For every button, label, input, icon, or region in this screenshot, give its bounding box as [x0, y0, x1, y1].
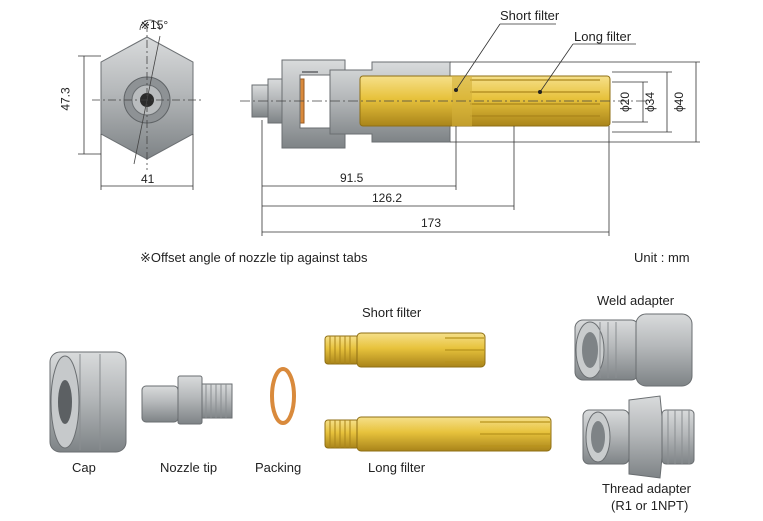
hex-height-dimension: 47.3	[58, 87, 73, 111]
weld-adapter-part-image	[574, 313, 693, 387]
diameter-20-dimension: ϕ20	[618, 91, 633, 113]
long-filter-length-dimension: 126.2	[372, 191, 403, 205]
thread-adapter-label: Thread adapter	[602, 481, 691, 496]
section-dimensions	[261, 23, 700, 236]
unit-note: Unit : mm	[634, 250, 690, 265]
packing-label: Packing	[255, 460, 302, 475]
cap-label: Cap	[72, 460, 96, 475]
short-filter-label: Short filter	[362, 305, 422, 320]
thread-adapter-type-label: (R1 or 1NPT)	[611, 498, 689, 513]
hex-dimensions	[78, 19, 194, 190]
weld-adapter-label: Weld adapter	[597, 293, 675, 308]
short-filter-part-image	[324, 332, 486, 368]
cap-part-image	[49, 351, 127, 453]
total-length-dimension: 173	[421, 216, 442, 230]
offset-angle-label: ※15°	[140, 18, 169, 32]
diameter-40-dimension: ϕ40	[672, 91, 687, 113]
thread-adapter-part-image	[582, 395, 695, 479]
long-filter-label: Long filter	[368, 460, 426, 475]
packing-part-image	[270, 367, 296, 425]
assembly-section-view	[240, 59, 650, 149]
offset-angle-note: ※Offset angle of nozzle tip against tabs	[140, 250, 368, 265]
short-filter-callout: Short filter	[500, 8, 560, 23]
hex-width-dimension: 41	[141, 172, 155, 186]
nozzle-tip-label: Nozzle tip	[160, 460, 218, 475]
hex-end-view	[92, 24, 203, 170]
long-filter-part-image	[324, 416, 552, 452]
nozzle-tip-part-image	[141, 375, 233, 425]
long-filter-callout: Long filter	[574, 29, 632, 44]
diameter-34-dimension: ϕ34	[643, 91, 658, 113]
callout-dots	[454, 88, 542, 94]
short-filter-length-dimension: 91.5	[340, 171, 364, 185]
